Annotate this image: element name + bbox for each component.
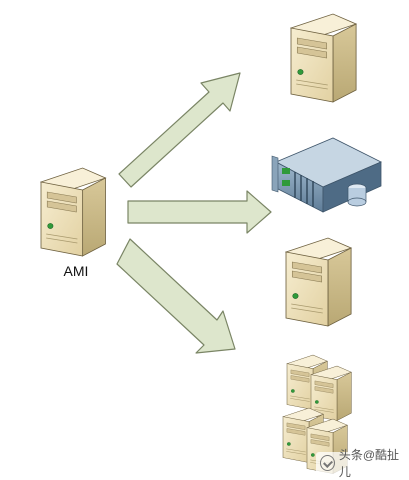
ami-label: AMI (63, 263, 89, 279)
arrow-to-rack-server (127, 190, 272, 234)
server-tower-icon (285, 237, 352, 327)
watermark-text: 头条@酷扯儿 (338, 448, 400, 479)
arrow-to-server-1 (118, 72, 241, 188)
server-tower-icon (290, 13, 357, 103)
rack-server-database-icon (271, 137, 382, 213)
arrow-to-server-3 (116, 238, 236, 354)
toutiao-logo-icon (320, 455, 335, 471)
watermark: 头条@酷扯儿 (316, 448, 409, 479)
ami-server-icon (40, 167, 106, 257)
